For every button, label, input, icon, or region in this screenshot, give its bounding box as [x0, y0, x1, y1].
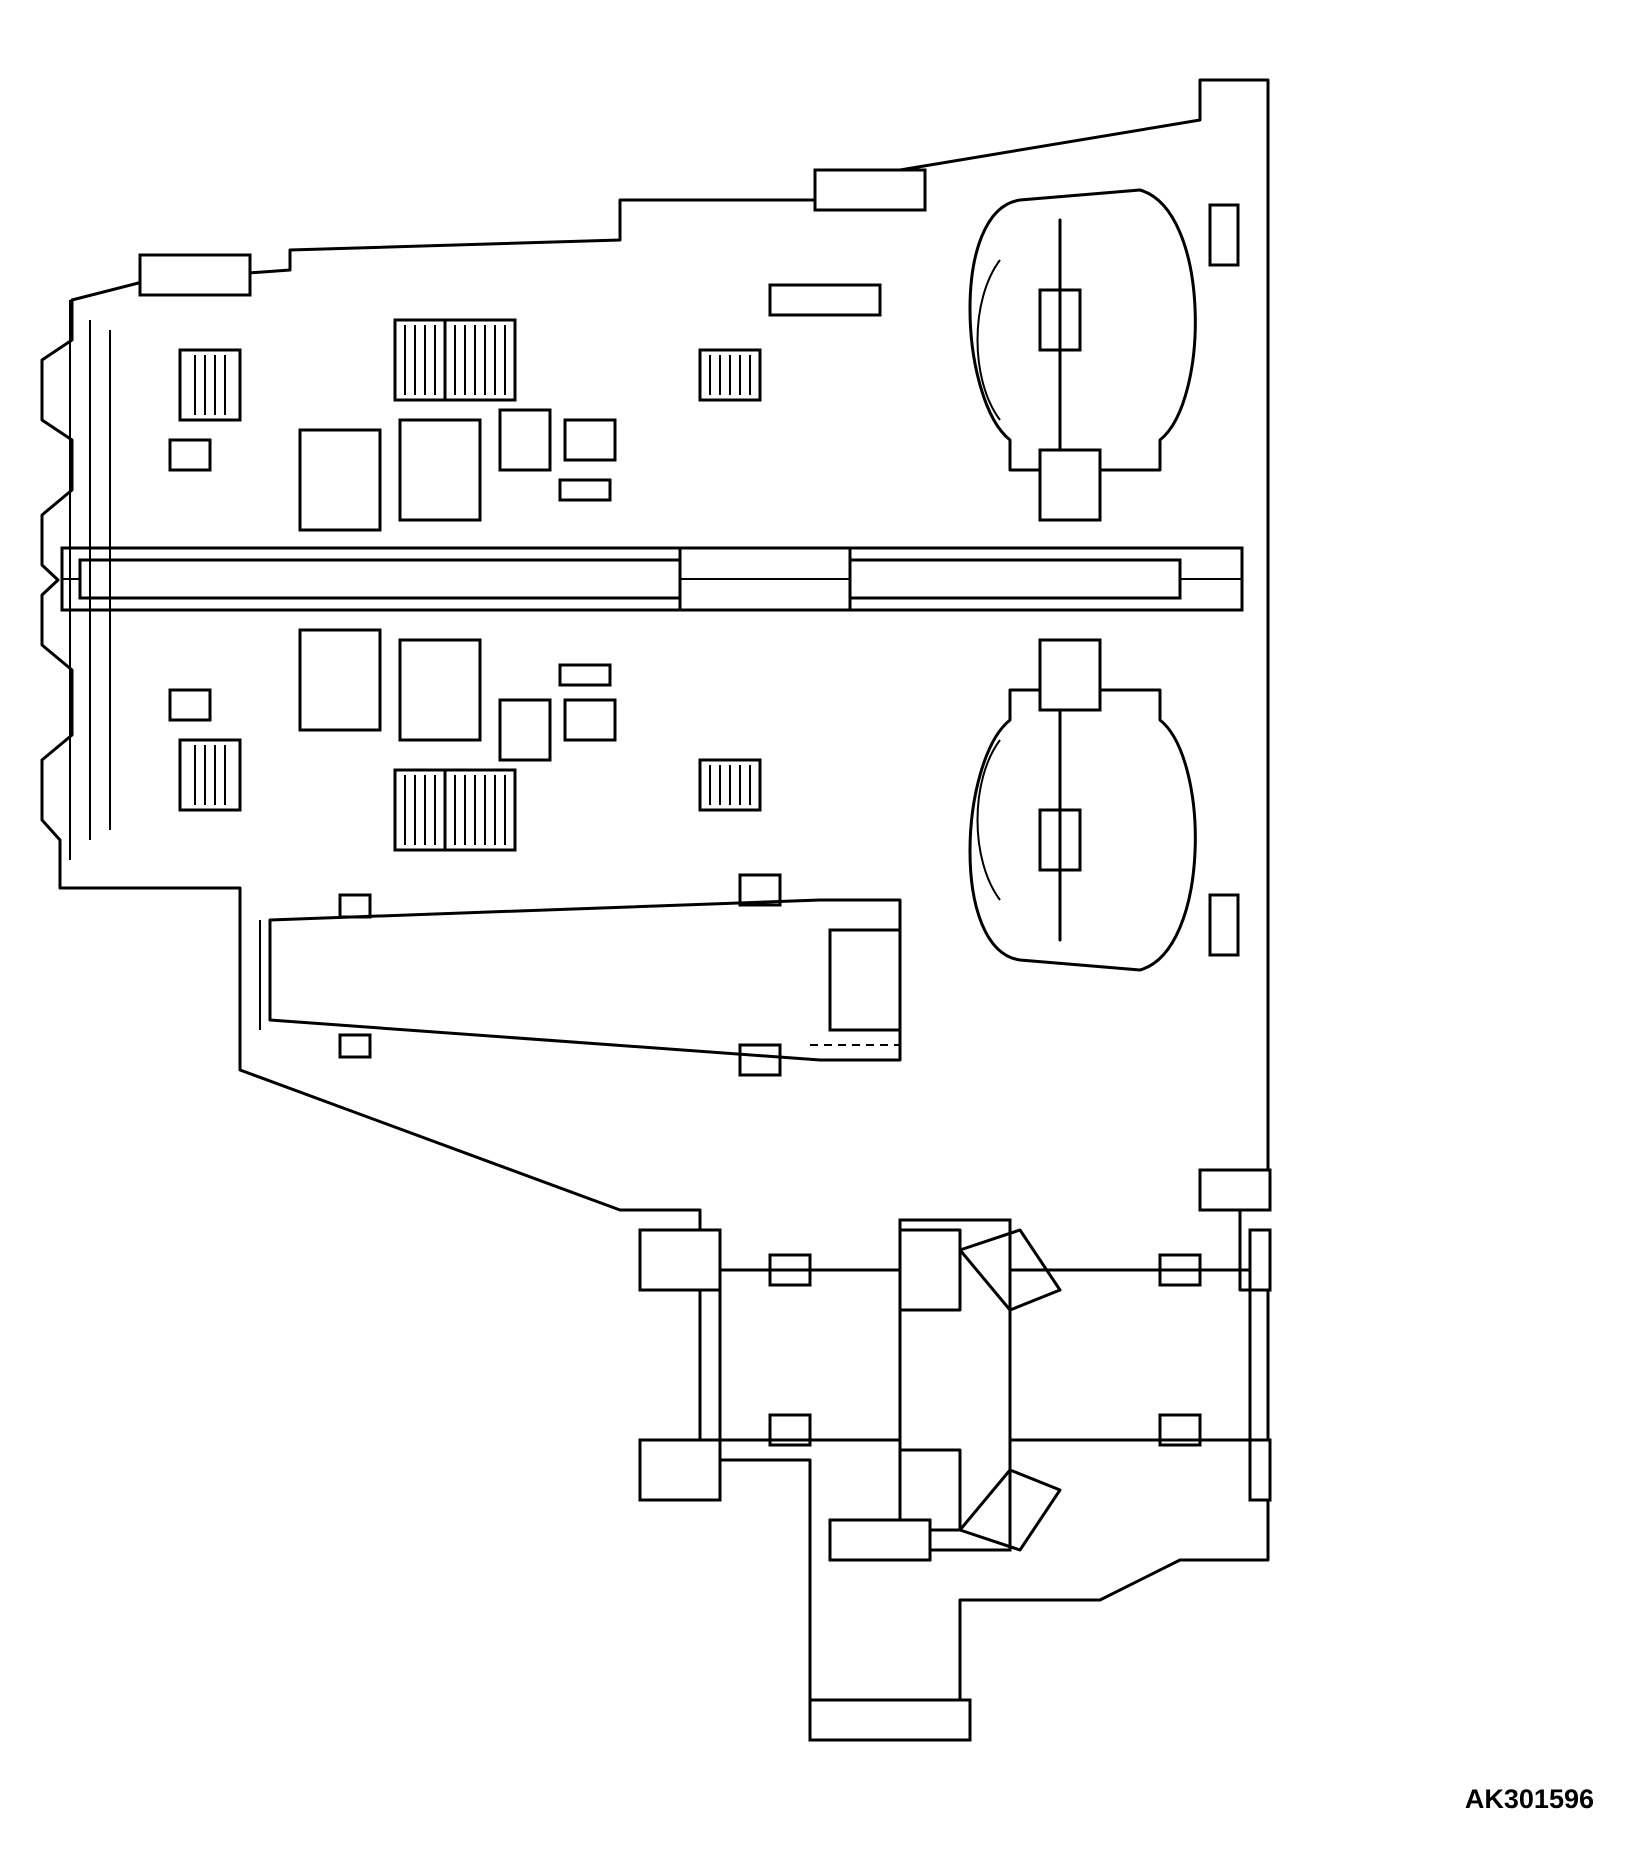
input-shaft — [60, 546, 1244, 612]
differential-assembly — [638, 1218, 1272, 1552]
clutch-packs — [178, 318, 762, 852]
figure-code: AK301596 — [1464, 1784, 1594, 1814]
planetary-gear-sets — [298, 408, 617, 762]
torque-converter — [968, 188, 1240, 972]
counter-shaft — [268, 898, 902, 1062]
transmission-case-outline — [40, 78, 1270, 1702]
bolts — [138, 168, 1272, 1742]
